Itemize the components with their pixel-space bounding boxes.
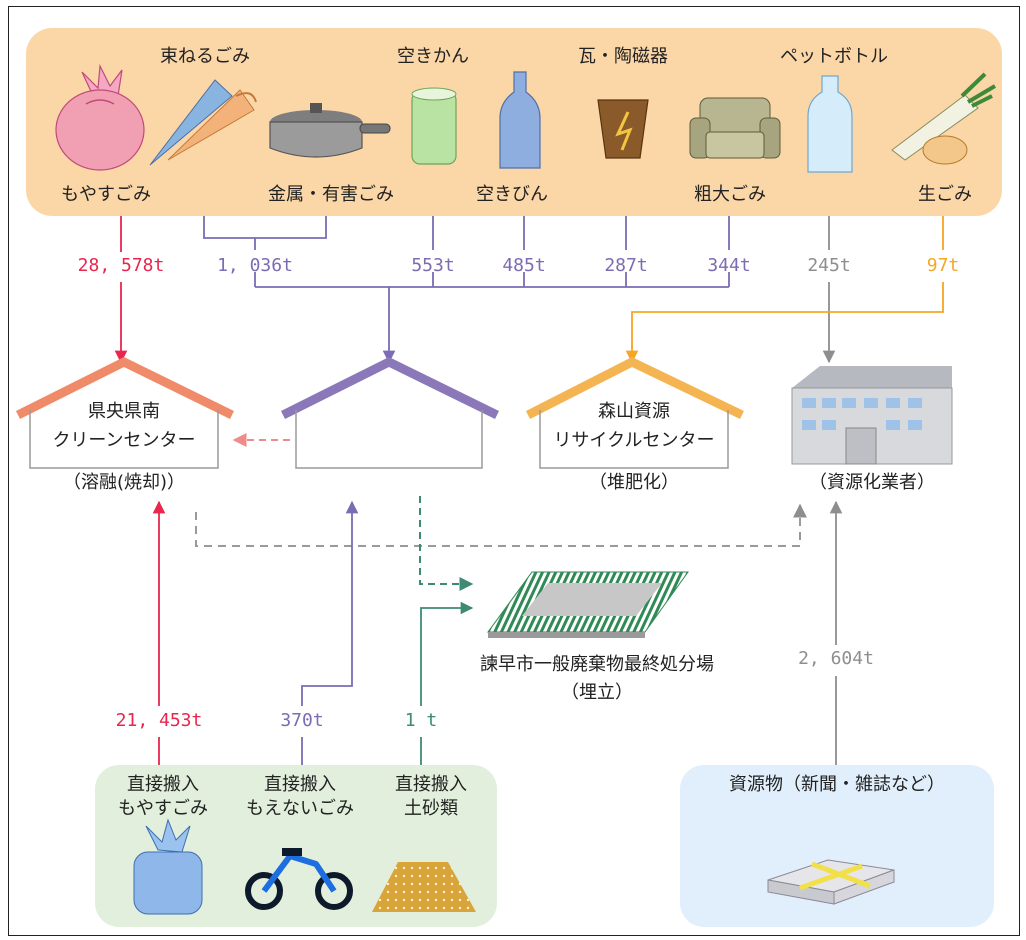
vegetable-icon [891, 72, 997, 165]
soil-pile-icon [372, 862, 476, 912]
shigenbutsu-label: 資源物（新聞・雑誌など） [729, 774, 945, 795]
landfill-line1: 諫早市一般廃棄物最終処分場 [480, 654, 714, 675]
office-building-icon [791, 366, 953, 465]
moriyama-line1: 森山資源 [598, 401, 670, 422]
amount-kawara: 287t [604, 255, 647, 276]
fumenbutsu-house [280, 356, 499, 469]
direct-dosha-line2: 土砂類 [404, 798, 458, 819]
amount-namagomi: 97t [927, 255, 960, 276]
label-tabaneru: 束ねるごみ [160, 46, 250, 67]
clean-center-line1: 県央県南 [88, 401, 160, 422]
label-akikan: 空きかん [397, 46, 469, 67]
pottery-icon [597, 99, 649, 159]
bottle-icon [499, 71, 541, 169]
amount-sodai: 344t [707, 255, 750, 276]
sofa-icon [689, 97, 781, 159]
umbrella-icon [149, 79, 257, 166]
clean-center-process: （溶融(焼却)） [63, 472, 185, 493]
amount-direct-dosha: 1 t [405, 710, 438, 731]
direct-moenai-line1: 直接搬入 [264, 774, 336, 795]
diagram-frame [8, 6, 1020, 936]
garbage-bag-icon [55, 63, 145, 171]
flow-funen-lines [203, 216, 730, 364]
blue-garbage-bag-icon [133, 818, 203, 915]
landfill-icon [487, 571, 689, 638]
flow-fumen-to-landfill [419, 496, 474, 591]
pet-bottle-icon [807, 75, 853, 173]
label-moyasu: もやすごみ [61, 184, 151, 205]
amount-akibin: 485t [502, 255, 545, 276]
landfill-line2: （埋立） [561, 682, 633, 703]
tricycle-icon [245, 848, 353, 910]
amount-petbottle: 245t [807, 255, 850, 276]
label-sodai: 粗大ごみ [694, 184, 766, 205]
amount-direct-moenai: 370t [280, 710, 323, 731]
clean-center-line2: クリーンセンター [52, 430, 195, 451]
amount-moyasu: 28, 578t [78, 255, 165, 276]
moriyama-line2: リサイクルセンター [553, 430, 714, 451]
label-petbottle: ペットボトル [780, 46, 888, 67]
label-namagomi: 生ごみ [918, 184, 972, 205]
flow-nama-arrow [625, 282, 944, 364]
direct-moyasu-line1: 直接搬入 [127, 774, 199, 795]
amount-tabaneru-kinzoku: 1, 036t [217, 255, 293, 276]
direct-dosha-line1: 直接搬入 [395, 774, 467, 795]
amount-direct-moyasu: 21, 453t [116, 710, 203, 731]
amount-akikan: 553t [411, 255, 454, 276]
newspaper-bundle-icon [767, 859, 895, 905]
clean-center-house [15, 356, 234, 469]
pan-icon [269, 103, 391, 158]
resource-panel [680, 765, 994, 927]
flow-clean-to-gyosha [195, 503, 807, 547]
gyosha-process: （資源化業者） [809, 472, 935, 493]
label-akibin: 空きびん [476, 184, 548, 205]
flow-direct-dosha-arrow [420, 601, 474, 706]
label-kinzoku: 金属・有害ごみ [268, 184, 394, 205]
flow-direct-moenai-arrow [301, 500, 359, 706]
direct-moenai-line2: もえないごみ [246, 798, 354, 819]
moriyama-process: （堆肥化） [589, 472, 679, 493]
moriyama-house [525, 356, 744, 469]
amount-shigen: 2, 604t [798, 648, 874, 669]
direct-moyasu-line2: もやすごみ [118, 798, 208, 819]
can-icon [411, 87, 457, 165]
label-kawara: 瓦・陶磁器 [578, 46, 668, 67]
